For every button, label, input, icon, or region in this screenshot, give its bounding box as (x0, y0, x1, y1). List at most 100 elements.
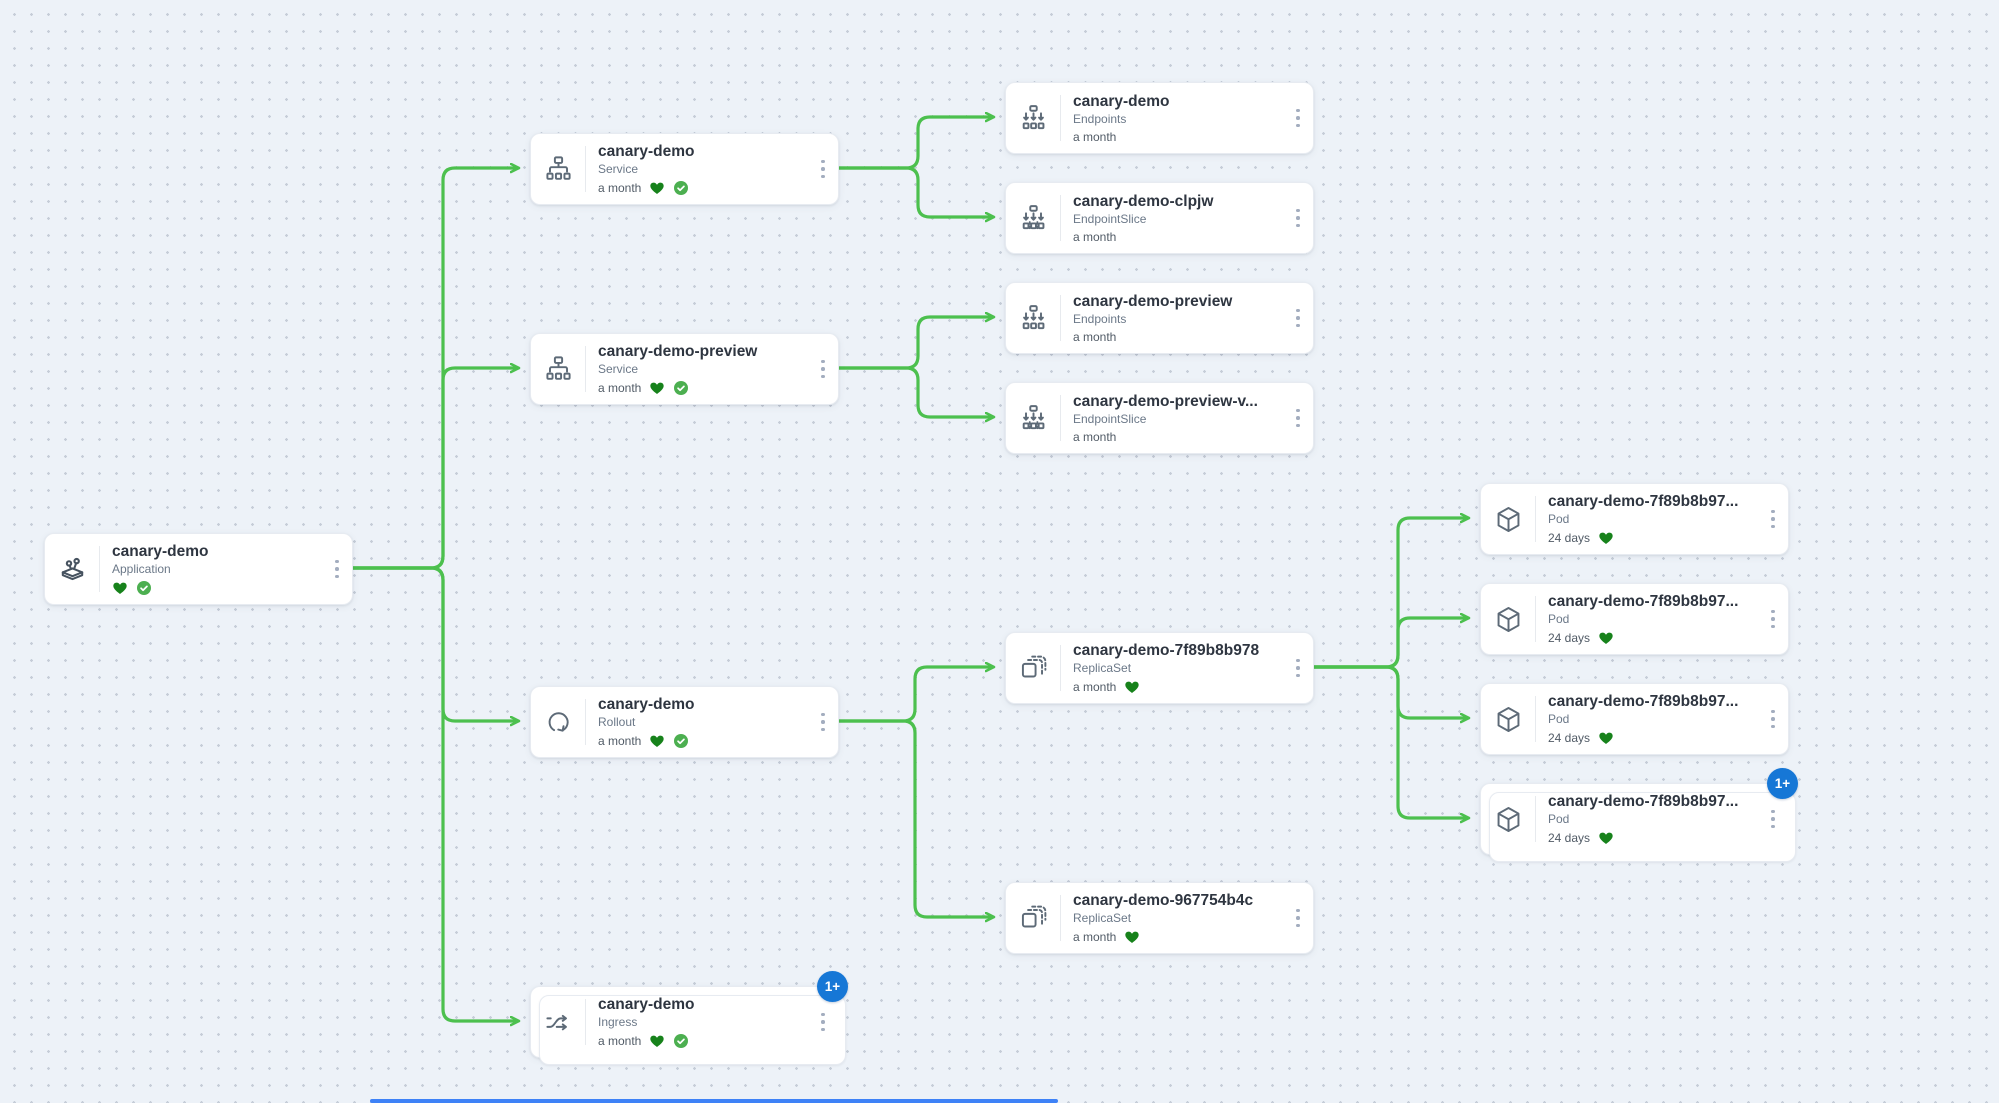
sync-check-icon (673, 380, 689, 396)
health-heart-icon (649, 180, 665, 196)
health-heart-icon (1124, 679, 1140, 695)
health-heart-icon (1598, 630, 1614, 646)
divider (585, 346, 586, 392)
node-menu-button[interactable] (1758, 584, 1788, 654)
node-menu-button[interactable] (808, 134, 838, 204)
resource-kind: ReplicaSet (1073, 911, 1132, 925)
node-menu-button[interactable] (322, 534, 352, 604)
service-icon (531, 354, 585, 385)
resource-name: canary-demo-7f89b8b97... (1548, 793, 1739, 810)
resource-age: 24 days (1548, 631, 1591, 645)
resource-kind: Pod (1548, 612, 1570, 626)
health-heart-icon (1124, 929, 1140, 945)
resource-name: canary-demo-967754b4c (1073, 892, 1254, 909)
resource-kind: EndpointSlice (1073, 412, 1147, 426)
resource-name: canary-demo (1073, 93, 1170, 110)
resource-name: canary-demo-preview-v... (1073, 393, 1258, 410)
resource-kind: Pod (1548, 812, 1570, 826)
pod-icon (1481, 704, 1535, 735)
resource-name: canary-demo (598, 143, 695, 160)
endpointslice-icon (1006, 403, 1060, 434)
resource-age: a month (598, 1034, 642, 1048)
divider (1060, 195, 1061, 241)
node-menu-button[interactable] (1758, 484, 1788, 554)
replicaset-icon (1006, 653, 1060, 684)
node-endpointslice-canary-demo-preview[interactable]: canary-demo-preview-v... EndpointSlice a… (1005, 382, 1314, 454)
application-icon (45, 554, 99, 585)
node-menu-button[interactable] (1283, 283, 1313, 353)
resource-kind: Service (598, 362, 639, 376)
node-replicaset-canary-demo-967754b4c[interactable]: canary-demo-967754b4c ReplicaSet a month (1005, 882, 1314, 954)
node-pod-2[interactable]: canary-demo-7f89b8b97... Pod 24 days (1480, 583, 1789, 655)
health-heart-icon (112, 580, 128, 596)
node-menu-button[interactable] (808, 334, 838, 404)
node-menu-button[interactable] (1283, 83, 1313, 153)
resource-kind: Rollout (598, 715, 636, 729)
resource-age: 24 days (1548, 531, 1591, 545)
resource-kind: Endpoints (1073, 312, 1127, 326)
resource-name: canary-demo-preview (1073, 293, 1233, 310)
resource-age: a month (1073, 430, 1117, 444)
rollout-icon (531, 707, 585, 738)
node-pod-1[interactable]: canary-demo-7f89b8b97... Pod 24 days (1480, 483, 1789, 555)
health-heart-icon (649, 380, 665, 396)
divider (1535, 596, 1536, 642)
divider (1060, 895, 1061, 941)
divider (1535, 796, 1536, 842)
divider (585, 999, 586, 1045)
resource-kind: ReplicaSet (1073, 661, 1132, 675)
resource-age: a month (1073, 680, 1117, 694)
node-pod-3[interactable]: canary-demo-7f89b8b97... Pod 24 days (1480, 683, 1789, 755)
node-menu-button[interactable] (808, 687, 838, 757)
pod-icon (1481, 604, 1535, 635)
health-heart-icon (649, 733, 665, 749)
resource-kind: Application (112, 562, 171, 576)
node-endpointslice-canary-demo-clpjw[interactable]: canary-demo-clpjw EndpointSlice a month (1005, 182, 1314, 254)
resource-name: canary-demo-clpjw (1073, 193, 1214, 210)
resource-kind: Service (598, 162, 639, 176)
overflow-badge[interactable]: 1+ (1767, 768, 1798, 799)
node-menu-button[interactable] (1283, 383, 1313, 453)
node-replicaset-canary-demo-7f89b8b978[interactable]: canary-demo-7f89b8b978 ReplicaSet a mont… (1005, 632, 1314, 704)
resource-name: canary-demo (598, 996, 695, 1013)
resource-age: 24 days (1548, 731, 1591, 745)
node-pod-4[interactable]: 1+ canary-demo-7f89b8b97... Pod 24 days (1480, 768, 1798, 862)
divider (1060, 295, 1061, 341)
resource-name: canary-demo (112, 543, 209, 560)
health-heart-icon (1598, 830, 1614, 846)
node-menu-button[interactable] (1283, 183, 1313, 253)
node-menu-button[interactable] (1283, 633, 1313, 703)
resource-kind: Pod (1548, 712, 1570, 726)
resource-age: a month (598, 381, 642, 395)
node-menu-button[interactable] (1283, 883, 1313, 953)
divider (585, 699, 586, 745)
node-service-canary-demo-preview[interactable]: canary-demo-preview Service a month (530, 333, 839, 405)
resource-name: canary-demo-7f89b8b97... (1548, 493, 1739, 510)
node-application-canary-demo[interactable]: canary-demo Application (44, 533, 353, 605)
node-ingress-canary-demo[interactable]: 1+ canary-demo Ingress a month (530, 971, 848, 1065)
node-endpoints-canary-demo-preview[interactable]: canary-demo-preview Endpoints a month (1005, 282, 1314, 354)
replicaset-icon (1006, 903, 1060, 934)
divider (1060, 95, 1061, 141)
node-menu-button[interactable] (808, 987, 838, 1057)
sync-check-icon (673, 1033, 689, 1049)
divider (99, 546, 100, 592)
node-menu-button[interactable] (1758, 784, 1788, 854)
node-rollout-canary-demo[interactable]: canary-demo Rollout a month (530, 686, 839, 758)
overflow-badge[interactable]: 1+ (817, 971, 848, 1002)
pod-icon (1481, 804, 1535, 835)
divider (1060, 395, 1061, 441)
resource-age: a month (1073, 130, 1117, 144)
service-icon (531, 154, 585, 185)
resource-kind: Endpoints (1073, 112, 1127, 126)
resource-age: 24 days (1548, 831, 1591, 845)
ingress-icon (531, 1007, 585, 1038)
resource-age: a month (1073, 930, 1117, 944)
node-menu-button[interactable] (1758, 684, 1788, 754)
horizontal-scrollbar[interactable] (370, 1099, 1058, 1103)
resource-kind: EndpointSlice (1073, 212, 1147, 226)
health-heart-icon (1598, 730, 1614, 746)
node-endpoints-canary-demo[interactable]: canary-demo Endpoints a month (1005, 82, 1314, 154)
node-service-canary-demo[interactable]: canary-demo Service a month (530, 133, 839, 205)
